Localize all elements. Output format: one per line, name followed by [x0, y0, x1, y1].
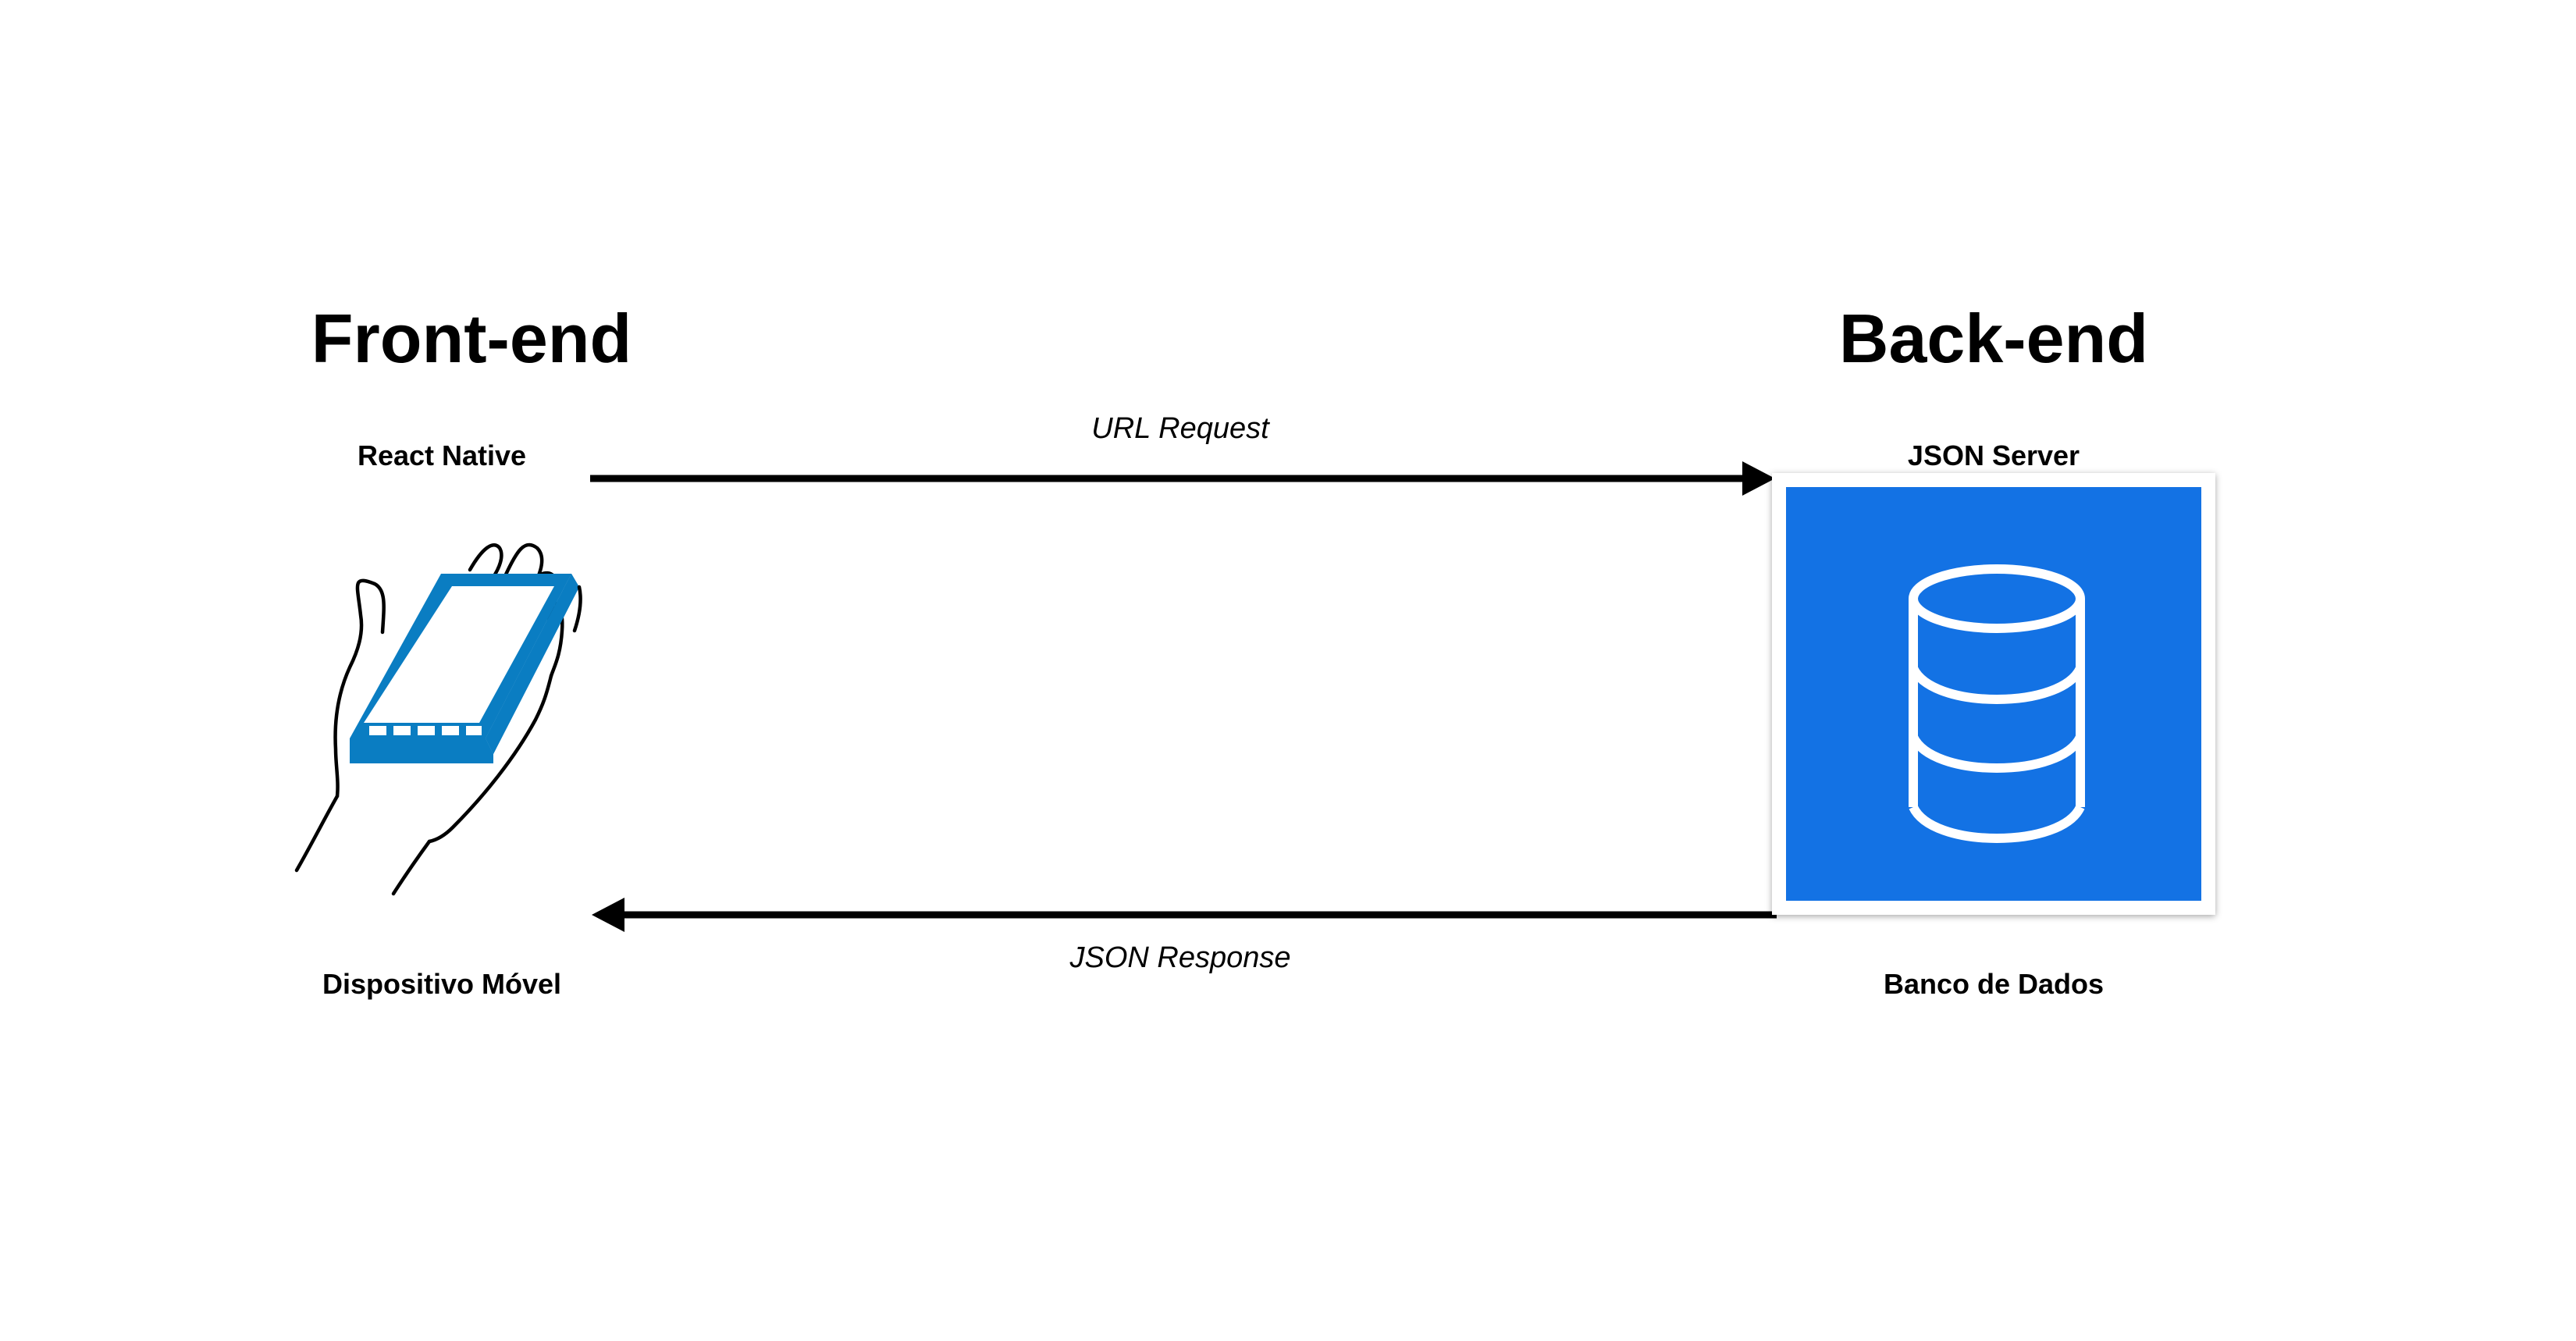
database-label: Banco de Dados: [1883, 968, 2105, 1000]
database-icon: [1786, 487, 2201, 901]
json-response-label: JSON Response: [1069, 941, 1291, 974]
response-arrow: [592, 898, 1777, 932]
request-arrow: [590, 461, 1775, 496]
json-server-label: JSON Server: [1907, 439, 2080, 471]
backend-heading: Back-end: [1838, 300, 2149, 377]
mobile-device-label: Dispositivo Móvel: [322, 968, 562, 1000]
url-request-label: URL Request: [1091, 412, 1269, 445]
hand-holding-phone-icon: [294, 542, 582, 896]
database-card: [1772, 473, 2215, 915]
frontend-heading: Front-end: [311, 300, 632, 377]
react-native-label: React Native: [357, 439, 527, 471]
